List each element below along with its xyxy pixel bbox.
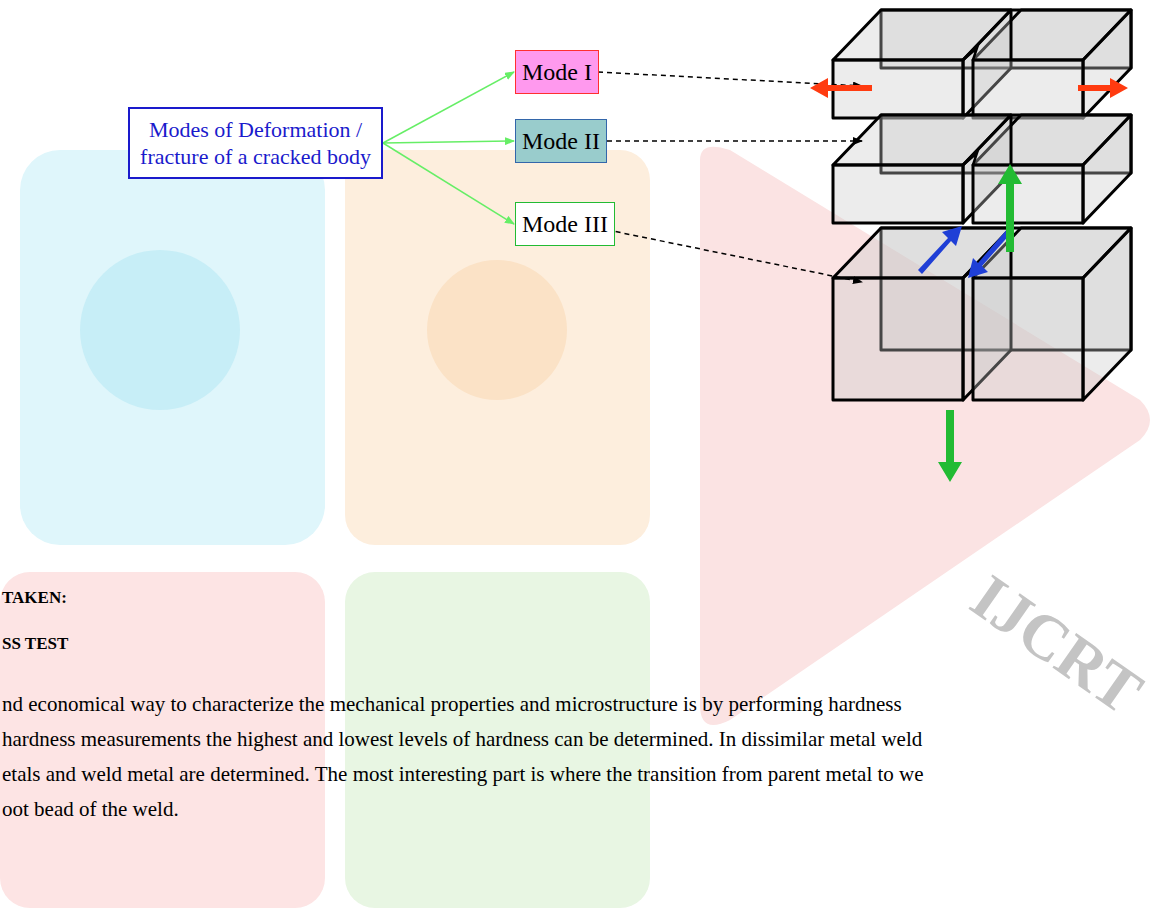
title-box: Modes of Deformation / fracture of a cra… [128, 107, 383, 179]
watermark-bulb [427, 260, 567, 400]
load-arrow [1078, 78, 1128, 98]
block-face [1083, 228, 1131, 400]
cracked-block [833, 228, 1131, 400]
block-face [973, 60, 1083, 118]
crack-notch [963, 48, 977, 60]
node-text: Mode III [522, 209, 608, 239]
load-arrow [810, 78, 872, 98]
node-text: Mode II [522, 126, 600, 156]
block-face [973, 278, 1083, 400]
mode-box: Mode II [515, 119, 607, 163]
load-arrow [968, 228, 1012, 278]
section-heading: SS TEST [2, 634, 68, 654]
body-text: etals and weld metal are determined. The… [2, 762, 924, 787]
load-arrow [938, 410, 962, 482]
connector-arrow [383, 143, 514, 224]
dashed-pointer [598, 228, 862, 282]
node-text: Modes of Deformation / fracture of a cra… [136, 116, 375, 171]
crack-notch [963, 153, 977, 165]
mode-box: Mode III [515, 202, 615, 246]
watermark-text: IJCRT [958, 560, 1156, 729]
block-face [1083, 115, 1131, 223]
mode-box: Mode I [515, 50, 599, 94]
section-heading: TAKEN: [2, 588, 67, 608]
connector-arrow [383, 141, 514, 143]
cracked-block [833, 115, 1131, 223]
body-text: hardness measurements the highest and lo… [2, 727, 922, 752]
block-face [833, 278, 963, 400]
block-face [833, 165, 963, 223]
block-face [1083, 10, 1131, 118]
watermark-tile [345, 150, 650, 545]
watermark-tile [20, 150, 325, 545]
cracked-block [833, 10, 1131, 118]
block-face [973, 165, 1083, 223]
load-arrow [918, 226, 962, 274]
body-text: nd economical way to characterize the me… [2, 692, 902, 717]
dashed-pointer [598, 140, 862, 142]
connector-arrow [383, 72, 514, 143]
load-arrow [998, 164, 1022, 252]
watermark-cloud [80, 250, 240, 410]
body-text: oot bead of the weld. [2, 797, 179, 822]
node-text: Mode I [522, 57, 592, 87]
